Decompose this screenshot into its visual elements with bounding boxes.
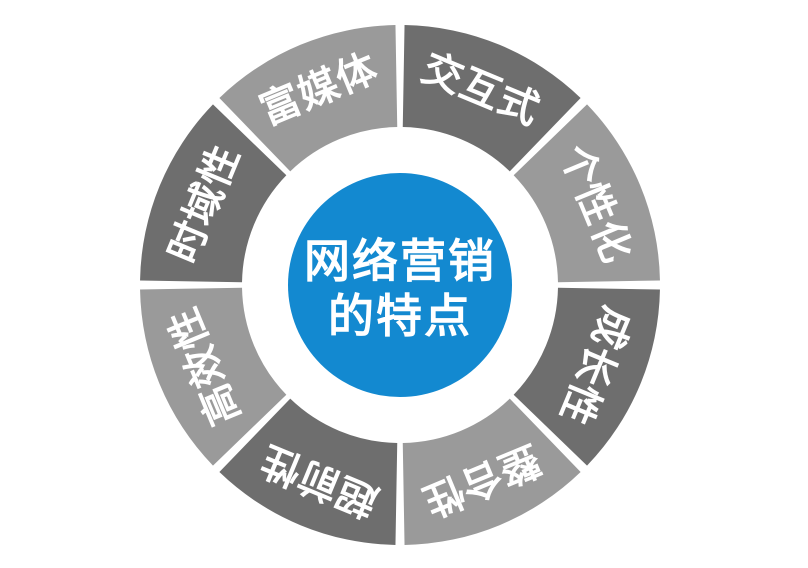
ring-segment-personalized[interactable] <box>513 104 660 283</box>
ring-segment-integration[interactable] <box>402 398 581 545</box>
ring-segment-rich-media[interactable] <box>219 25 398 172</box>
center-circle[interactable] <box>288 173 512 397</box>
ring-segment-high-efficiency[interactable] <box>140 287 287 466</box>
ring-segments <box>140 25 660 545</box>
center-title-line2: 的特点 <box>328 290 472 342</box>
center-title-line1: 网络营销 <box>304 235 496 287</box>
ring-segment-forward-looking[interactable] <box>219 398 398 545</box>
ring-segment-growth[interactable] <box>513 287 660 466</box>
ring-segment-interactive[interactable] <box>402 25 581 172</box>
ring-segment-temporal[interactable] <box>140 104 287 283</box>
